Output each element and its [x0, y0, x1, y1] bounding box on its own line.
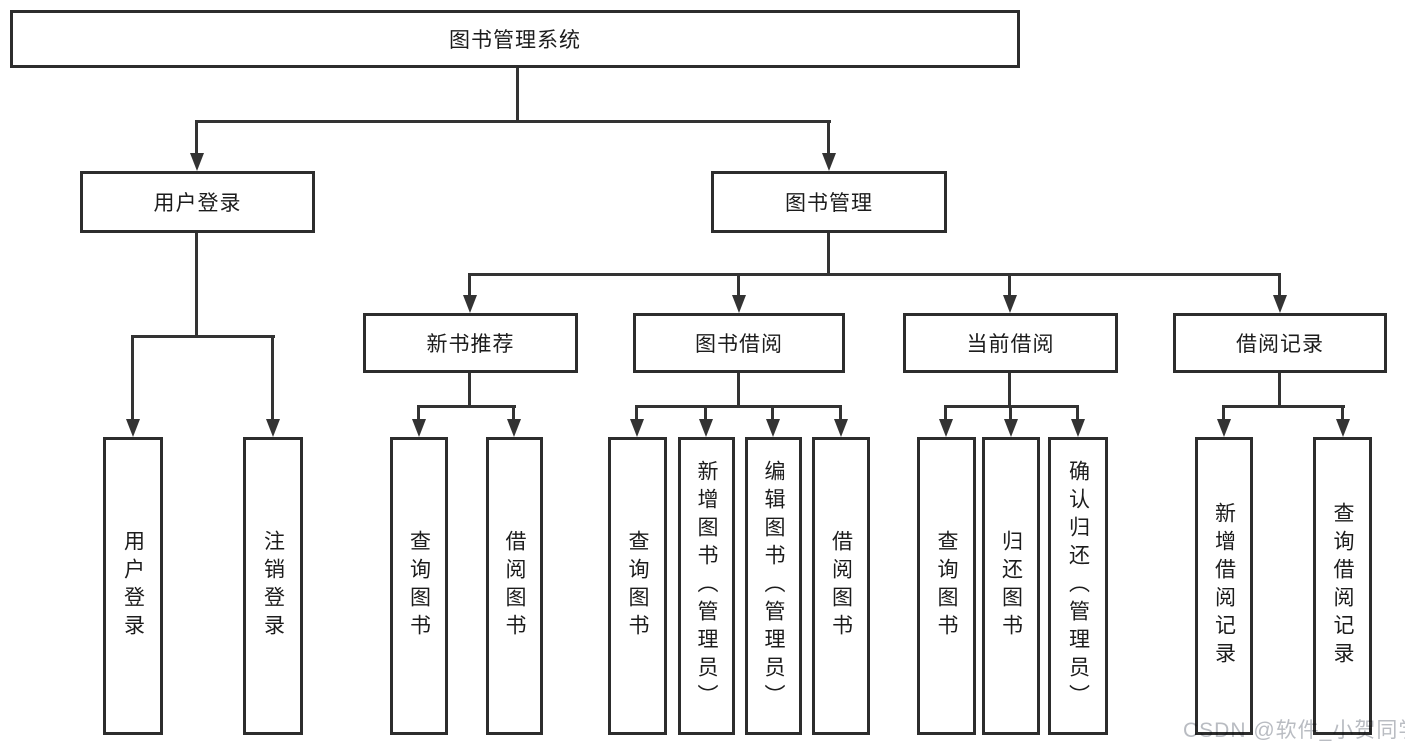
- node-root: 图书管理系统: [10, 10, 1020, 68]
- connector-current-borrow-stem: [1008, 373, 1011, 405]
- node-book-borrowing: 图书借阅: [633, 313, 845, 373]
- node-user-login: 用户登录: [80, 171, 315, 233]
- arrowhead: [699, 419, 713, 437]
- leaf-confirm-return-admin: 确认归还（管理员）: [1048, 437, 1108, 735]
- arrowhead: [1273, 295, 1287, 313]
- connector-drop-leaf: [1009, 405, 1012, 421]
- connector-drop-leaf: [944, 405, 947, 421]
- leaf-borrow-books: 借阅图书: [486, 437, 543, 735]
- arrowhead: [463, 295, 477, 313]
- arrowhead: [630, 419, 644, 437]
- connector-root-rail: [195, 120, 831, 123]
- arrowhead: [766, 419, 780, 437]
- arrowhead: [190, 153, 204, 171]
- arrowhead: [1071, 419, 1085, 437]
- arrowhead: [1003, 295, 1017, 313]
- connector-drop-leaf: [704, 405, 707, 421]
- connector-drop-borrow-records: [1278, 273, 1281, 297]
- connector-new-book-rail: [417, 405, 516, 408]
- connector-drop-login-leaf: [131, 335, 134, 421]
- connector-drop-book-borrow: [737, 273, 740, 297]
- connector-drop-leaf: [771, 405, 774, 421]
- arrowhead: [1336, 419, 1350, 437]
- connector-drop-current-borrow: [1008, 273, 1011, 297]
- connector-book-mgmt-stem: [827, 233, 830, 273]
- connector-new-book-stem: [468, 373, 471, 405]
- leaf-borrow-books: 借阅图书: [812, 437, 870, 735]
- node-book-management: 图书管理: [711, 171, 947, 233]
- leaf-return-books: 归还图书: [982, 437, 1040, 735]
- leaf-query-borrow-record: 查询借阅记录: [1313, 437, 1372, 735]
- connector-borrow-records-rail: [1222, 405, 1345, 408]
- leaf-edit-books-admin: 编辑图书（管理员）: [745, 437, 802, 735]
- leaf-user-login: 用户登录: [103, 437, 163, 735]
- leaf-query-books: 查询图书: [608, 437, 667, 735]
- arrowhead: [266, 419, 280, 437]
- leaf-query-books: 查询图书: [917, 437, 976, 735]
- connector-book-borrow-rail: [635, 405, 842, 408]
- arrowhead: [1004, 419, 1018, 437]
- arrowhead: [834, 419, 848, 437]
- connector-drop-leaf: [1076, 405, 1079, 421]
- node-current-borrowing: 当前借阅: [903, 313, 1118, 373]
- leaf-add-borrow-record: 新增借阅记录: [1195, 437, 1253, 735]
- connector-drop-new-book: [468, 273, 471, 297]
- connector-drop-leaf: [1222, 405, 1225, 421]
- arrowhead: [507, 419, 521, 437]
- arrowhead: [412, 419, 426, 437]
- arrowhead: [822, 153, 836, 171]
- arrowhead: [1217, 419, 1231, 437]
- csdn-watermark: CSDN @软件_小贺同学: [1183, 719, 1405, 742]
- arrowhead: [732, 295, 746, 313]
- connector-drop-user-login: [195, 120, 198, 155]
- connector-drop-leaf: [839, 405, 842, 421]
- node-borrowing-records: 借阅记录: [1173, 313, 1387, 373]
- connector-drop-leaf: [635, 405, 638, 421]
- leaf-logout: 注销登录: [243, 437, 303, 735]
- connector-user-login-stem: [195, 233, 198, 335]
- leaf-query-books: 查询图书: [390, 437, 448, 735]
- connector-book-borrow-stem: [737, 373, 740, 405]
- connector-book-mgmt-rail: [468, 273, 1281, 276]
- connector-drop-leaf: [417, 405, 420, 421]
- node-new-book-recommend: 新书推荐: [363, 313, 578, 373]
- connector-root-stem: [516, 68, 519, 120]
- connector-drop-leaf: [1341, 405, 1344, 421]
- connector-user-login-rail: [131, 335, 275, 338]
- leaf-add-books-admin: 新增图书（管理员）: [678, 437, 735, 735]
- arrowhead: [939, 419, 953, 437]
- arrowhead: [126, 419, 140, 437]
- connector-drop-book-mgmt: [827, 120, 830, 155]
- connector-drop-leaf: [512, 405, 515, 421]
- connector-drop-logout-leaf: [271, 335, 274, 421]
- connector-borrow-records-stem: [1278, 373, 1281, 405]
